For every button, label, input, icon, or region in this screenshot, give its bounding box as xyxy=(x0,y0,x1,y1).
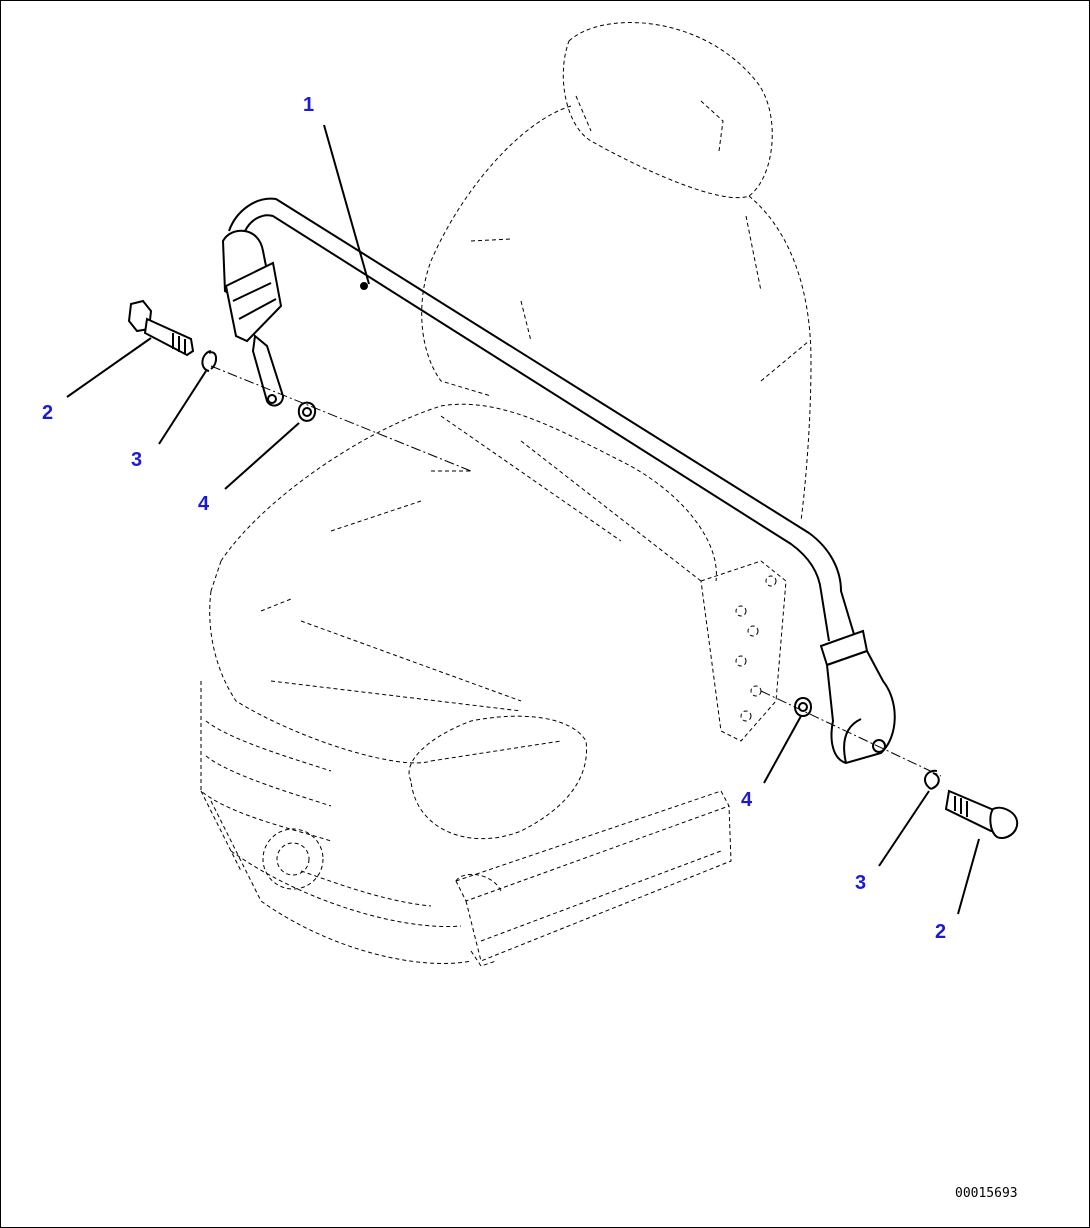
callout-3-washer-right: 3 xyxy=(855,872,866,894)
callout-4-spacer-right: 4 xyxy=(741,789,753,811)
seat-belt xyxy=(221,197,896,765)
assembly-axis-right xyxy=(760,690,942,777)
spacer-right xyxy=(793,697,813,717)
callout-1-belt: 1 xyxy=(303,94,314,116)
callout-4-spacer-left: 4 xyxy=(198,493,210,515)
assembly-axis-left xyxy=(210,365,472,472)
leader-lines xyxy=(66,124,980,915)
drawing-id: 00015693 xyxy=(955,1186,1018,1201)
spacer-left xyxy=(297,401,317,422)
callout-2-bolt-right: 2 xyxy=(935,921,946,943)
bolt-left xyxy=(127,299,195,357)
seat-outline xyxy=(200,22,812,967)
bolt-right xyxy=(944,789,1019,839)
washer-right xyxy=(923,769,940,790)
callout-2-bolt-left: 2 xyxy=(42,402,53,424)
callout-3-washer-left: 3 xyxy=(131,449,142,471)
washer-left xyxy=(201,350,217,372)
